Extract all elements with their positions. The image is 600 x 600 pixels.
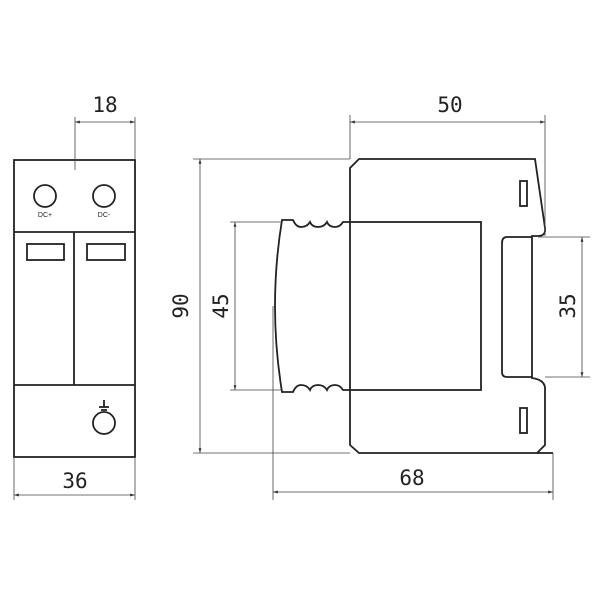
dim-35: 35: [538, 236, 590, 378]
front-cover: [274, 219, 350, 393]
side-view: [274, 158, 553, 454]
label-dc-minus: DC-: [98, 212, 111, 219]
slot-top: [519, 180, 528, 207]
dim-68: 68: [272, 306, 554, 500]
rail-clip: [501, 236, 532, 378]
front-housing: [13, 159, 136, 458]
dim-18: 18: [74, 93, 136, 170]
ground-icon: [99, 400, 109, 411]
svg-text:68: 68: [399, 466, 424, 490]
status-window-2: [86, 243, 126, 261]
side-housing: [349, 158, 547, 454]
svg-text:90: 90: [169, 293, 193, 318]
status-window-1: [26, 243, 65, 261]
dim-36: 36: [13, 457, 136, 500]
svg-text:36: 36: [62, 469, 87, 493]
front-view: DC+ DC-: [13, 159, 136, 458]
ground-terminal: [92, 411, 116, 435]
terminal-dc-plus: [33, 184, 57, 208]
svg-text:45: 45: [209, 293, 233, 318]
front-cover-body: [349, 221, 482, 391]
svg-text:18: 18: [92, 93, 117, 117]
dim-90: 90: [169, 158, 350, 454]
dim-45: 45: [209, 221, 282, 391]
svg-text:50: 50: [437, 93, 462, 117]
terminal-dc-minus: [92, 184, 116, 208]
slot-bottom: [519, 407, 528, 434]
dim-50: 50: [349, 93, 546, 236]
svg-text:35: 35: [556, 293, 580, 318]
label-dc-plus: DC+: [38, 212, 52, 219]
